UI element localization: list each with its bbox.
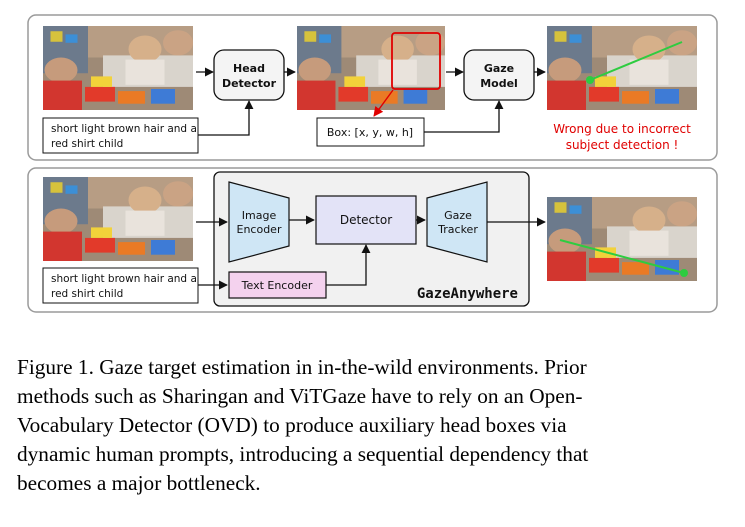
arrow-box-to-gaze-model	[424, 100, 504, 133]
prompt-text-line1: short light brown hair and a	[51, 123, 197, 135]
head-detector-label-1: Head	[233, 62, 265, 75]
image-encoder-block: Image Encoder	[228, 181, 290, 263]
image-encoder-label-1: Image	[242, 209, 277, 222]
head-detector-label-2: Detector	[222, 77, 277, 90]
caption-line-1: Figure 1. Gaze target estimation in in-t…	[17, 355, 587, 379]
arrow-text-encoder-to-detector	[326, 244, 371, 286]
prompt-text-line2-bottom: red shirt child	[51, 288, 123, 300]
input-image-bottom	[43, 177, 193, 261]
input-image-top	[43, 26, 193, 110]
prompt-box-top: short light brown hair and a red shirt c…	[42, 117, 199, 154]
figure-diagram: short light brown hair and a red shirt c…	[27, 14, 718, 313]
text-encoder-label: Text Encoder	[241, 279, 313, 292]
correct-gaze-line	[559, 239, 685, 274]
caption-line-4: dynamic human prompts, introducing a seq…	[17, 442, 589, 466]
box-coords-text: Box: [x, y, w, h]	[327, 126, 413, 139]
prompt-box-bottom: short light brown hair and a red shirt c…	[42, 267, 199, 304]
box-coords-label: Box: [x, y, w, h]	[316, 117, 425, 147]
gazeanywhere-title: GazeAnywhere	[417, 286, 518, 302]
warning-text-line1: Wrong due to incorrect	[553, 122, 691, 136]
caption-line-2: methods such as Sharingan and ViTGaze ha…	[17, 384, 583, 408]
detector-label: Detector	[340, 213, 392, 227]
wrong-gaze-point	[586, 76, 594, 84]
output-image-bottom	[547, 197, 697, 281]
arrow-prompt-to-head-detector	[198, 100, 254, 136]
detector-block: Detector	[315, 195, 417, 245]
head-detector-box: Head Detector	[213, 49, 285, 101]
correct-gaze-point	[680, 269, 688, 277]
arrow-bbox-to-box-label	[373, 89, 394, 117]
detected-head-image	[297, 26, 445, 110]
image-encoder-label-2: Encoder	[237, 223, 282, 236]
wrong-head-bbox	[391, 32, 441, 90]
figure-caption: Figure 1. Gaze target estimation in in-t…	[17, 353, 729, 498]
gaze-tracker-label-1: Gaze	[444, 209, 472, 222]
text-encoder-block: Text Encoder	[228, 271, 327, 299]
prompt-text-line2: red shirt child	[51, 138, 123, 150]
gaze-model-label-2: Model	[480, 77, 518, 90]
output-image-top	[547, 26, 697, 110]
gaze-model-label-1: Gaze	[484, 62, 514, 75]
wrong-gaze-line	[589, 41, 683, 81]
caption-line-3: Vocabulary Detector (OVD) to produce aux…	[17, 413, 567, 437]
gaze-model-box: Gaze Model	[463, 49, 535, 101]
caption-line-5: becomes a major bottleneck.	[17, 471, 261, 495]
gaze-tracker-label-2: Tracker	[437, 223, 478, 236]
prompt-text-line1-bottom: short light brown hair and a	[51, 273, 197, 285]
warning-text-line2: subject detection !	[566, 138, 679, 152]
gaze-tracker-block: Gaze Tracker	[426, 181, 488, 263]
